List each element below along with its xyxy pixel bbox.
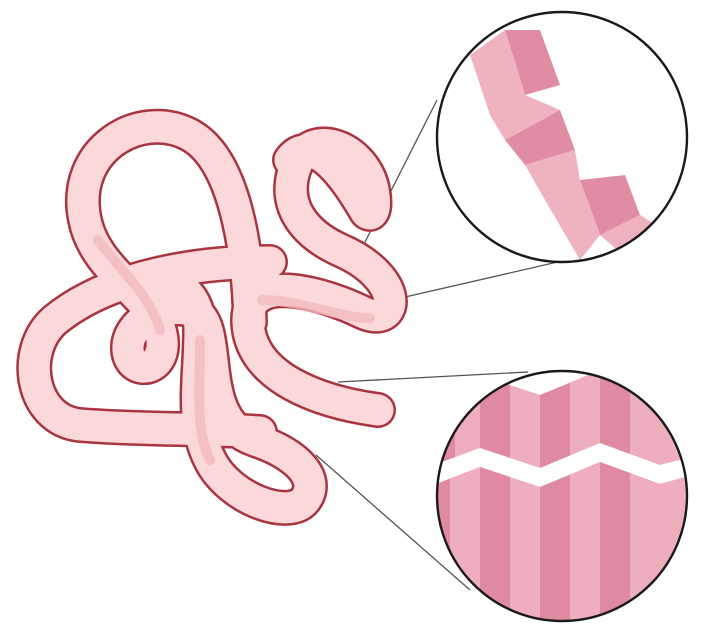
coiled-chain [34,127,390,508]
callout-line-sheet-upper [338,372,528,382]
alpha-helix-inset [437,12,687,270]
callout-line-helix-lower [392,258,575,300]
beta-sheet-inset [420,360,701,634]
